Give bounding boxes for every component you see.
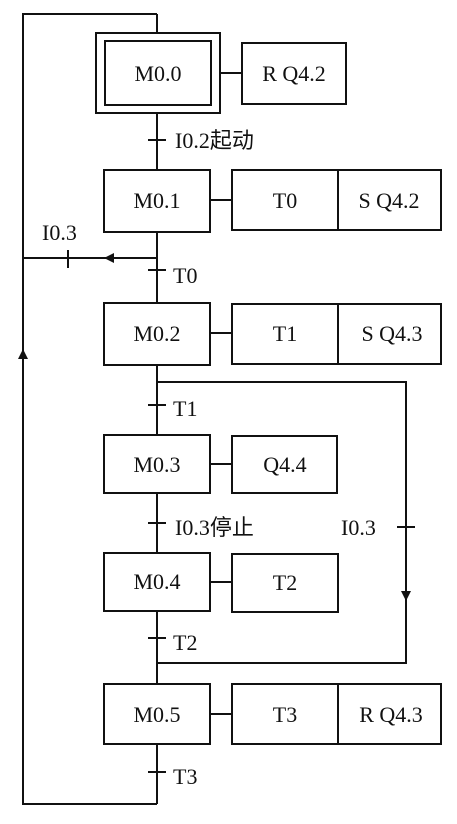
action-label-m01-2: S Q4.2 — [358, 188, 419, 213]
step-box-m01 — [103, 169, 211, 233]
action-label-m02-1: T1 — [273, 321, 297, 346]
action-label-m01-1: T0 — [273, 188, 297, 213]
transition-label-t3: T3 — [173, 764, 197, 789]
transition-label-stop: I0.3停止 — [175, 515, 254, 540]
action-box-m02-2 — [337, 303, 442, 365]
step-label-m03: M0.3 — [133, 452, 180, 477]
step-label-m00: M0.0 — [134, 61, 181, 86]
step-label-m01: M0.1 — [133, 188, 180, 213]
transition-label-t2: T2 — [173, 630, 197, 655]
transition-label-t1: T1 — [173, 396, 197, 421]
left-branch-label: I0.3 — [42, 220, 77, 245]
transition-label-t0: T0 — [173, 263, 197, 288]
action-label-m05-2: R Q4.3 — [359, 702, 423, 727]
loop-back-line — [22, 13, 157, 805]
action-box-m02-1 — [231, 303, 339, 365]
action-box-m05-2 — [337, 683, 442, 745]
step-label-m02: M0.2 — [133, 321, 180, 346]
right-branch-line — [157, 381, 407, 664]
action-label-m03-1: Q4.4 — [263, 452, 306, 477]
action-box-m00-1 — [241, 42, 347, 105]
action-label-m00-1: R Q4.2 — [262, 61, 326, 86]
action-box-m01-2 — [337, 169, 442, 231]
right-branch-label: I0.3 — [341, 515, 376, 540]
step-box-m00-inner — [104, 40, 212, 106]
action-label-m02-2: S Q4.3 — [361, 321, 422, 346]
action-box-m04-1 — [231, 553, 339, 613]
action-label-m04-1: T2 — [273, 570, 297, 595]
step-box-m02 — [103, 302, 211, 366]
transition-label-start: I0.2起动 — [175, 128, 254, 153]
step-label-m04: M0.4 — [133, 569, 180, 594]
step-label-m05: M0.5 — [133, 702, 180, 727]
action-box-m03-1 — [231, 435, 338, 494]
action-box-m01-1 — [231, 169, 339, 231]
action-label-m05-1: T3 — [273, 702, 297, 727]
step-box-m05 — [103, 683, 211, 745]
